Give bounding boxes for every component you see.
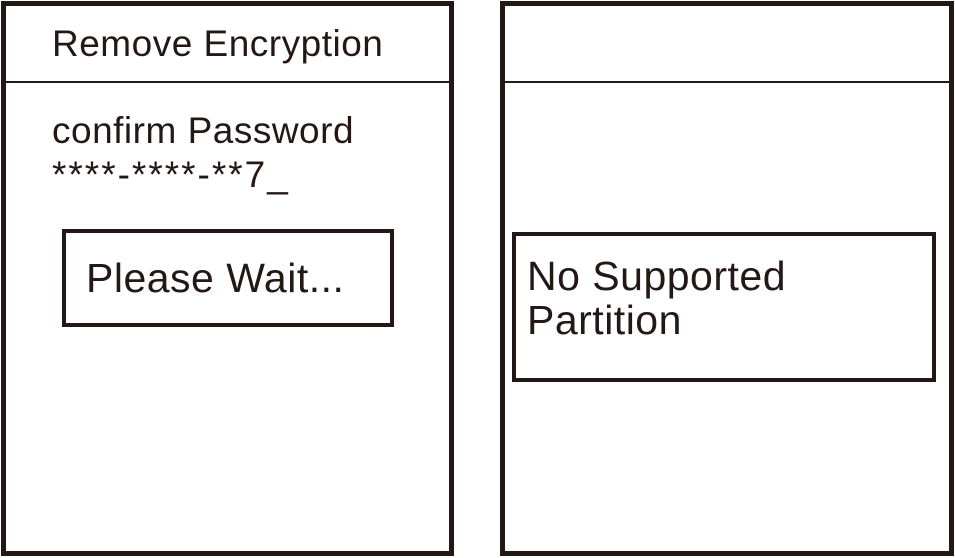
left-screen-header: Remove Encryption: [6, 6, 449, 83]
remove-encryption-screen: Remove Encryption confirm Password ****-…: [1, 1, 454, 556]
password-masked-input[interactable]: ****-****-**7_: [52, 154, 290, 195]
no-supported-partition-dialog: No Supported Partition: [512, 232, 936, 382]
please-wait-dialog: Please Wait...: [62, 229, 394, 327]
no-partition-screen: No Supported Partition: [500, 1, 954, 556]
left-screen-body: confirm Password ****-****-**7_ Please W…: [6, 83, 449, 327]
confirm-password-label: confirm Password: [52, 110, 355, 151]
right-screen-header-empty: [505, 6, 949, 83]
screen-title: Remove Encryption: [52, 22, 384, 64]
please-wait-label: Please Wait...: [86, 254, 345, 301]
message-line: Partition: [527, 297, 682, 343]
message-line: No Supported: [527, 253, 787, 299]
right-screen-body: No Supported Partition: [505, 232, 949, 382]
